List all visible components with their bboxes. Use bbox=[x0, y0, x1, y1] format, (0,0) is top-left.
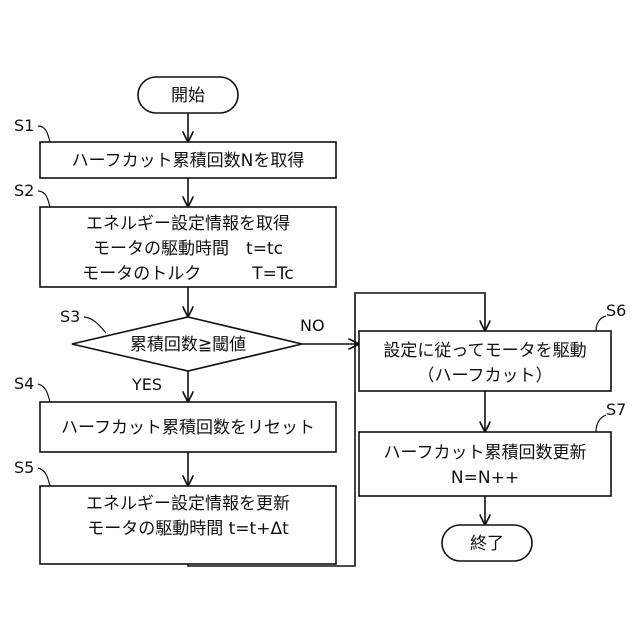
s4-label: ハーフカット累積回数をリセット bbox=[61, 418, 315, 438]
step-label-s1: S1 bbox=[14, 116, 34, 135]
step-label-s2: S2 bbox=[14, 181, 34, 200]
step-label-s3: S3 bbox=[60, 307, 80, 326]
s6-line2: （ハーフカット） bbox=[418, 366, 553, 386]
s6-line1: 設定に従ってモータを駆動 bbox=[383, 341, 586, 361]
s7-leader bbox=[596, 415, 606, 432]
branch-no-label: NO bbox=[300, 316, 325, 335]
s4-leader bbox=[38, 384, 50, 402]
s7-line1: ハーフカット累積回数更新 bbox=[384, 443, 587, 463]
s1-label: ハーフカット累積回数Nを取得 bbox=[72, 151, 305, 171]
s6-leader bbox=[596, 316, 606, 331]
s7-line2: N=N++ bbox=[451, 468, 519, 488]
s5-leader bbox=[38, 468, 50, 486]
step-label-s7: S7 bbox=[606, 400, 626, 419]
step-label-s5: S5 bbox=[14, 458, 34, 477]
start-label: 開始 bbox=[171, 86, 205, 106]
s2-line2: モータの駆動時間 t=tc bbox=[93, 239, 283, 259]
s2-line3: モータのトルク T=Tc bbox=[82, 264, 293, 284]
s5-line2: モータの駆動時間 t=t+Δt bbox=[87, 519, 289, 539]
s2-leader bbox=[38, 191, 50, 207]
end-label: 終了 bbox=[470, 534, 504, 554]
s3-label: 累積回数≧閾値 bbox=[130, 335, 246, 355]
step-label-s4: S4 bbox=[14, 374, 34, 393]
branch-yes-label: YES bbox=[131, 375, 162, 394]
s3-leader bbox=[84, 317, 106, 333]
step-label-s6: S6 bbox=[606, 301, 626, 320]
s1-leader bbox=[38, 126, 50, 142]
s2-line1: エネルギー設定情報を取得 bbox=[86, 214, 290, 234]
s5-line1: エネルギー設定情報を更新 bbox=[86, 494, 290, 514]
